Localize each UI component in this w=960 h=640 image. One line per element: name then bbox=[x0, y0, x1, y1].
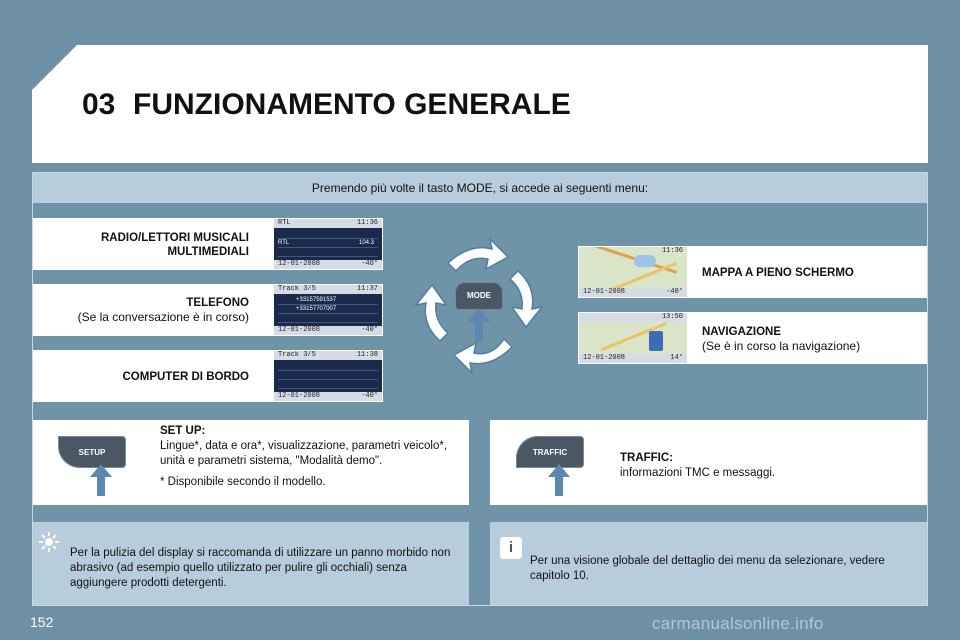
traffic-title: TRAFFIC: bbox=[620, 452, 674, 464]
screen-phone-row1: +33157591537 bbox=[296, 297, 337, 303]
screen-radio-row2: 104.3 bbox=[358, 240, 374, 246]
screen-radio-time: 11:36 bbox=[356, 219, 378, 227]
screen-radio-temp: -40° bbox=[361, 260, 378, 268]
setup-title: SET UP: bbox=[160, 425, 206, 437]
menu-radio-title-1: RADIO/LETTORI MUSICALI bbox=[100, 232, 249, 244]
screen-phone-temp: -40° bbox=[361, 326, 378, 334]
screen-radio-status: RTL bbox=[278, 219, 291, 227]
sun-icon bbox=[38, 531, 60, 553]
mode-key: MODE bbox=[455, 282, 503, 310]
page-number: 152 bbox=[30, 614, 54, 630]
intro-text: Premendo più volte il tasto MODE, si acc… bbox=[311, 181, 649, 195]
screen-radio-row1: RTL bbox=[278, 240, 290, 246]
screen-nav-date: 12-01-2008 bbox=[583, 354, 626, 362]
screen-map-time: 11:36 bbox=[661, 247, 683, 255]
tip-text: Per la pulizia del display si raccomanda… bbox=[70, 547, 451, 589]
screen-nav-temp: 14° bbox=[670, 354, 683, 362]
screen-computer-temp: -40° bbox=[361, 392, 378, 400]
cycle-arrow-right bbox=[508, 269, 544, 329]
menu-mappa: MAPPA A PIENO SCHERMO bbox=[688, 246, 927, 298]
screen-phone-status: Track 3/5 bbox=[278, 285, 316, 293]
screen-phone-date: 12-01-2008 bbox=[278, 326, 321, 334]
setup-text-block: SET UP: Lingue*, data e ora*, visualizza… bbox=[160, 424, 460, 490]
setup-key: SETUP bbox=[58, 436, 126, 468]
mode-press-arrow-icon bbox=[468, 308, 490, 342]
setup-key-label: SETUP bbox=[78, 448, 106, 457]
traffic-key-label: TRAFFIC bbox=[532, 448, 568, 457]
info-box bbox=[490, 522, 927, 605]
setup-footnote: * Disponibile secondo il modello. bbox=[160, 475, 326, 488]
intro-bar bbox=[33, 173, 927, 203]
screen-radio: RTL 11:36 RTL 104.3 12-01-2008 -40° bbox=[273, 218, 383, 270]
screen-computer: Track 3/5 11:38 12-01-2008 -40° bbox=[273, 350, 383, 402]
traffic-description: informazioni TMC e messaggi. bbox=[620, 466, 776, 479]
screen-map-date: 12-01-2008 bbox=[583, 288, 626, 296]
setup-description: Lingue*, data e ora*, visualizzazione, p… bbox=[160, 439, 448, 467]
tip-box bbox=[33, 522, 469, 605]
screen-phone-time: 11:37 bbox=[356, 285, 378, 293]
info-icon: i bbox=[500, 537, 522, 559]
watermark: carmanualsonline.info bbox=[652, 614, 824, 633]
screen-navigation: 13:50 12-01-2008 14° bbox=[578, 312, 688, 364]
cycle-arrow-bottom bbox=[452, 337, 514, 376]
menu-radio-title-2: MULTIMEDIALI bbox=[167, 246, 249, 259]
screen-computer-time: 11:38 bbox=[356, 351, 378, 359]
screen-radio-date: 12-01-2008 bbox=[278, 260, 321, 268]
setup-press-arrow-icon bbox=[90, 464, 112, 496]
mode-cycle-arrows bbox=[414, 236, 544, 376]
menu-telefono: TELEFONO (Se la conversazione è in corso… bbox=[33, 284, 273, 336]
menu-mappa-title: MAPPA A PIENO SCHERMO bbox=[702, 267, 854, 279]
menu-telefono-note: (Se la conversazione è in corso) bbox=[77, 310, 249, 325]
menu-navigazione-note: (Se è in corso la navigazione) bbox=[702, 339, 861, 354]
traffic-key: TRAFFIC bbox=[516, 436, 584, 468]
screen-map-temp: -40° bbox=[666, 288, 683, 296]
menu-computer: COMPUTER DI BORDO bbox=[33, 350, 273, 402]
menu-navigazione: NAVIGAZIONE (Se è in corso la navigazion… bbox=[688, 312, 927, 364]
cycle-arrow-top bbox=[446, 236, 510, 273]
menu-navigazione-title: NAVIGAZIONE bbox=[702, 326, 782, 338]
screen-computer-status: Track 3/5 bbox=[278, 351, 316, 359]
screen-phone: Track 3/5 11:37 +33157591537 +33157707007… bbox=[273, 284, 383, 336]
traffic-press-arrow-icon bbox=[548, 464, 570, 496]
traffic-text-block: TRAFFIC: informazioni TMC e messaggi. bbox=[620, 451, 910, 481]
header-card bbox=[32, 45, 928, 163]
mode-key-label: MODE bbox=[467, 291, 491, 300]
menu-radio: RADIO/LETTORI MUSICALI MULTIMEDIALI bbox=[33, 218, 273, 270]
cycle-arrow-left bbox=[414, 283, 450, 343]
screen-map-full: 11:36 12-01-2008 -40° bbox=[578, 246, 688, 298]
screen-phone-row2: +33157707007 bbox=[296, 306, 337, 312]
screen-computer-date: 12-01-2008 bbox=[278, 392, 321, 400]
menu-computer-title: COMPUTER DI BORDO bbox=[122, 371, 250, 383]
menu-telefono-title: TELEFONO bbox=[186, 297, 249, 309]
screen-nav-time: 13:50 bbox=[661, 313, 683, 321]
info-text: Per una visione globale del dettaglio de… bbox=[530, 555, 885, 582]
chapter-number: 03 bbox=[82, 88, 116, 121]
chapter-title: FUNZIONAMENTO GENERALE bbox=[133, 88, 571, 121]
